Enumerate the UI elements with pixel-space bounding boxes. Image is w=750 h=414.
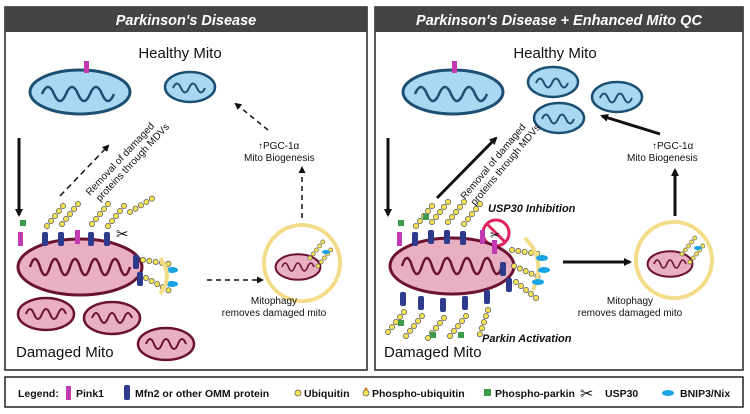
legend-usp30: USP30 <box>605 388 638 400</box>
right-damaged-label: Damaged Mito <box>384 344 482 361</box>
right-bnip3 <box>536 255 548 261</box>
right-panel-title: Parkinson's Disease + Enhanced Mito QC <box>416 13 702 29</box>
legend: Legend: Pink1 Mfn2 or other OMM protein … <box>4 376 744 408</box>
legend-pink1: Pink1 <box>76 388 104 400</box>
right-pink1-2 <box>480 230 485 244</box>
legend-title: Legend: <box>18 388 59 400</box>
right-omm-proteins <box>400 230 512 312</box>
left-bnip3 <box>166 267 178 273</box>
left-panel-title: Parkinson's Disease <box>116 13 256 29</box>
legend-phospho-ubiquitin: Phospho-ubiquitin <box>372 388 465 400</box>
left-damaged-mito-small-2 <box>82 300 142 336</box>
left-pink1 <box>75 230 80 244</box>
right-healthy-mito-large <box>401 68 505 116</box>
right-pink1-marker <box>452 61 457 73</box>
right-biogenesis-to-healthy-arrow <box>600 113 661 136</box>
bnip3-icon <box>662 390 674 396</box>
usp30-inhibition-label: USP30 Inhibition <box>488 203 576 215</box>
left-phospho-parkin <box>20 220 26 226</box>
omm-protein-icon <box>124 385 130 400</box>
ubiquitin-icon <box>294 389 302 397</box>
parkin-activation-label: Parkin Activation <box>482 333 572 345</box>
legend-ubiquitin: Ubiquitin <box>304 388 350 400</box>
right-healthy-label: Healthy Mito <box>513 45 596 62</box>
left-mitophagy-label-1: Mitophagy <box>251 296 297 307</box>
legend-bnip3: BNIP3/Nix <box>680 388 730 400</box>
left-panel: Parkinson's Disease Healthy Mito Removal… <box>4 6 368 371</box>
right-mito-biogenesis: Mito Biogenesis <box>627 153 698 164</box>
healthy-mito-small <box>163 70 217 104</box>
left-omm-proteins <box>42 232 143 286</box>
left-mito-biogenesis: Mito Biogenesis <box>244 153 315 164</box>
right-panel: Parkinson's Disease + Enhanced Mito QC H… <box>374 6 744 371</box>
left-biogenesis-to-healthy-arrow <box>234 102 269 131</box>
right-pgc1a: ↑PGC-1α <box>652 141 694 152</box>
left-healthy-label: Healthy Mito <box>138 45 221 62</box>
left-mdv-arrow <box>59 144 110 197</box>
left-phagophore <box>158 256 169 296</box>
legend-omm: Mfn2 or other OMM protein <box>135 388 269 400</box>
right-phagophore <box>523 236 541 291</box>
right-bnip3-2 <box>538 267 550 273</box>
left-pgc1a: ↑PGC-1α <box>258 141 300 152</box>
right-healthy-mito-small-2 <box>590 80 644 114</box>
right-phospho-parkin <box>398 214 464 338</box>
healthy-mito-large <box>28 68 132 116</box>
right-mdv-arrow <box>435 136 498 200</box>
right-mitophagy-label-2: removes damaged mito <box>578 308 683 319</box>
left-usp30-scissors: ✂ <box>116 226 129 243</box>
left-mitophagy-label-2: removes damaged mito <box>222 308 327 319</box>
left-damaged-mito-small-1 <box>16 296 76 332</box>
svg-text:✂: ✂ <box>490 228 500 242</box>
left-damaged-label: Damaged Mito <box>16 344 114 361</box>
right-panel-header <box>375 7 743 32</box>
right-bnip3-3 <box>532 279 544 285</box>
pink1-icon <box>66 386 71 400</box>
left-damaged-mito <box>16 237 144 297</box>
left-bnip3-2 <box>166 281 178 287</box>
pink1-marker <box>84 61 89 73</box>
left-panel-header <box>5 7 367 32</box>
right-pink1-3 <box>492 240 497 254</box>
left-damaged-mito-small-3 <box>136 326 196 362</box>
left-pink1-2 <box>18 232 23 246</box>
phospho-parkin-icon <box>484 389 491 396</box>
right-pink1 <box>397 232 402 246</box>
phospho-ubiquitin-icon <box>362 387 370 397</box>
scissors-icon: ✂ <box>580 386 593 403</box>
right-mitophagy-label-1: Mitophagy <box>607 296 653 307</box>
right-healthy-mito-small-1 <box>526 65 580 99</box>
legend-phospho-parkin: Phospho-parkin <box>495 388 575 400</box>
